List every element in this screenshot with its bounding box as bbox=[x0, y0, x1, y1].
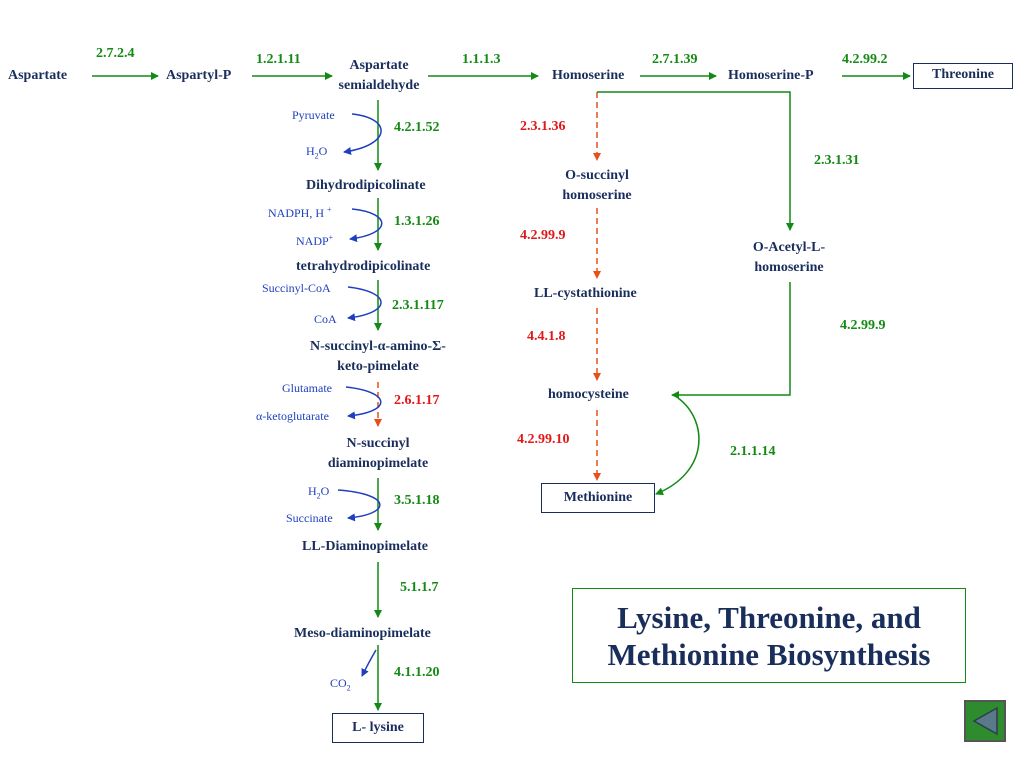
enzyme-2-3-1-36: 2.3.1.36 bbox=[520, 119, 566, 134]
cofactor-succinate: Succinate bbox=[286, 511, 333, 525]
compound-tetrahydrodipicolinate: tetrahydrodipicolinate bbox=[296, 259, 431, 274]
compound-homocysteine: homocysteine bbox=[548, 387, 629, 402]
cofactor-pyruvate: Pyruvate bbox=[292, 108, 335, 122]
cofactor-co2-base: CO bbox=[330, 676, 347, 690]
compound-l-lysine-box: L- lysine bbox=[332, 713, 424, 743]
title-box: Lysine, Threonine, and Methionine Biosyn… bbox=[572, 588, 966, 683]
compound-o-acetyl-l-homoserine-line-2: homoserine bbox=[754, 260, 824, 275]
cofactor-h2o-1-sub: 2 bbox=[314, 151, 319, 161]
compound-ll-cystathionine: LL-cystathionine bbox=[534, 286, 637, 301]
enzyme-1-2-1-11: 1.2.1.11 bbox=[256, 52, 301, 67]
cofactor-curve-1 bbox=[343, 113, 382, 155]
cofactor-glutamate: Glutamate bbox=[282, 381, 332, 395]
title-line-1: Lysine, Threonine, and bbox=[617, 599, 921, 635]
compound-aspartate-semialdehyde-line-1: Aspartate bbox=[349, 58, 409, 73]
compound-aspartate-semialdehyde: Aspartate semialdehyde bbox=[330, 56, 428, 96]
enzyme-4-2-99-10: 4.2.99.10 bbox=[517, 432, 570, 447]
enzyme-2-6-1-17: 2.6.1.17 bbox=[394, 393, 440, 408]
cofactor-nadp: NADP+ bbox=[296, 231, 333, 248]
cofactor-h2o-1-base: H bbox=[306, 144, 315, 158]
cofactor-curve-4 bbox=[345, 386, 382, 420]
cofactor-coa: CoA bbox=[314, 312, 337, 326]
enzyme-2-7-1-39: 2.7.1.39 bbox=[652, 52, 698, 67]
enzyme-1-3-1-26: 1.3.1.26 bbox=[394, 214, 440, 229]
arrow-homocysteine-to-methionine-curve bbox=[655, 397, 700, 496]
cofactor-h2o-2: H2O bbox=[308, 484, 329, 503]
compound-homoserine: Homoserine bbox=[552, 68, 625, 83]
enzyme-2-7-2-4: 2.7.2.4 bbox=[96, 46, 135, 61]
compound-n-succinyl-diaminopimelate-line-2: diaminopimelate bbox=[327, 456, 429, 471]
compound-homoserine-p: Homoserine-P bbox=[728, 68, 814, 83]
compound-aspartyl-p: Aspartyl-P bbox=[166, 68, 232, 83]
enzyme-2-1-1-14: 2.1.1.14 bbox=[730, 444, 776, 459]
compound-o-succinyl-homoserine-line-1: O-succinyl bbox=[565, 168, 629, 183]
compound-o-acetyl-l-homoserine: O-Acetyl-L- homoserine bbox=[740, 238, 838, 278]
enzyme-3-5-1-18: 3.5.1.18 bbox=[394, 493, 440, 508]
compound-o-succinyl-homoserine: O-succinyl homoserine bbox=[548, 166, 646, 206]
compound-n-succinyl-amino-keto-pimelate: N-succinyl-α-amino-Σ- keto-pimelate bbox=[290, 337, 466, 377]
cofactor-nadp-base: NADP bbox=[296, 234, 329, 248]
enzyme-4-2-1-52: 4.2.1.52 bbox=[394, 120, 440, 135]
enzyme-2-3-1-117: 2.3.1.117 bbox=[392, 298, 444, 313]
cofactor-co2-sub: 2 bbox=[346, 683, 351, 693]
cofactor-h2o-2-rest: O bbox=[320, 484, 330, 498]
arrow-o-acetyl-to-homocysteine bbox=[671, 282, 791, 399]
cofactor-h2o-2-base: H bbox=[308, 484, 317, 498]
compound-n-succinyl-diaminopimelate-line-1: N-succinyl bbox=[346, 436, 410, 451]
compound-o-succinyl-homoserine-line-2: homoserine bbox=[562, 188, 632, 203]
compound-aspartate-semialdehyde-line-2: semialdehyde bbox=[338, 78, 420, 93]
enzyme-4-2-99-2: 4.2.99.2 bbox=[842, 52, 888, 67]
cofactor-a-ketoglutarate: α-ketoglutarate bbox=[256, 409, 329, 423]
arrow-homoserine-to-o-acetyl bbox=[597, 91, 794, 231]
enzyme-1-1-1-3: 1.1.1.3 bbox=[462, 52, 501, 67]
cofactor-curve-3 bbox=[347, 286, 382, 322]
cofactor-h2o-1: H2O bbox=[306, 144, 327, 163]
compound-n-succinyl-diaminopimelate: N-succinyl diaminopimelate bbox=[310, 434, 446, 474]
compound-methionine-box: Methionine bbox=[541, 483, 655, 513]
cofactor-curve-6 bbox=[361, 649, 377, 677]
enzyme-4-1-1-20: 4.1.1.20 bbox=[394, 665, 440, 680]
enzyme-4-2-99-9-red: 4.2.99.9 bbox=[520, 228, 566, 243]
enzyme-5-1-1-7: 5.1.1.7 bbox=[400, 580, 439, 595]
compound-threonine-box: Threonine bbox=[913, 63, 1013, 89]
cofactor-nadph-sup: + bbox=[327, 205, 332, 214]
compound-ll-diaminopimelate: LL-Diaminopimelate bbox=[302, 539, 428, 554]
enzyme-2-3-1-31: 2.3.1.31 bbox=[814, 153, 860, 168]
cofactor-curve-5 bbox=[337, 489, 381, 522]
compound-meso-diaminopimelate: Meso-diaminopimelate bbox=[294, 626, 431, 641]
compound-n-succinyl-amino-keto-pimelate-line-2: keto-pimelate bbox=[337, 359, 419, 374]
cofactor-curve-2 bbox=[349, 208, 383, 243]
cofactor-co2: CO2 bbox=[330, 676, 351, 695]
title-line-2: Methionine Biosynthesis bbox=[607, 636, 931, 672]
cofactor-h2o-2-sub: 2 bbox=[316, 491, 321, 501]
enzyme-4-4-1-8: 4.4.1.8 bbox=[527, 329, 566, 344]
cofactor-nadph: NADPH, H + bbox=[268, 203, 332, 220]
cofactor-nadp-sup: + bbox=[328, 233, 334, 242]
compound-aspartate: Aspartate bbox=[8, 68, 68, 83]
triangle-left-icon bbox=[972, 706, 998, 736]
cofactor-h2o-1-rest: O bbox=[318, 144, 328, 158]
enzyme-4-2-99-9-green: 4.2.99.9 bbox=[840, 318, 886, 333]
cofactor-succinyl-coa: Succinyl-CoA bbox=[262, 281, 331, 295]
compound-o-acetyl-l-homoserine-line-1: O-Acetyl-L- bbox=[752, 240, 826, 255]
compound-dihydrodipicolinate: Dihydrodipicolinate bbox=[306, 178, 426, 193]
compound-n-succinyl-amino-keto-pimelate-line-1: N-succinyl-α-amino-Σ- bbox=[310, 339, 446, 354]
back-button[interactable] bbox=[964, 700, 1006, 742]
cofactor-nadph-base: NADPH, H bbox=[268, 206, 328, 220]
